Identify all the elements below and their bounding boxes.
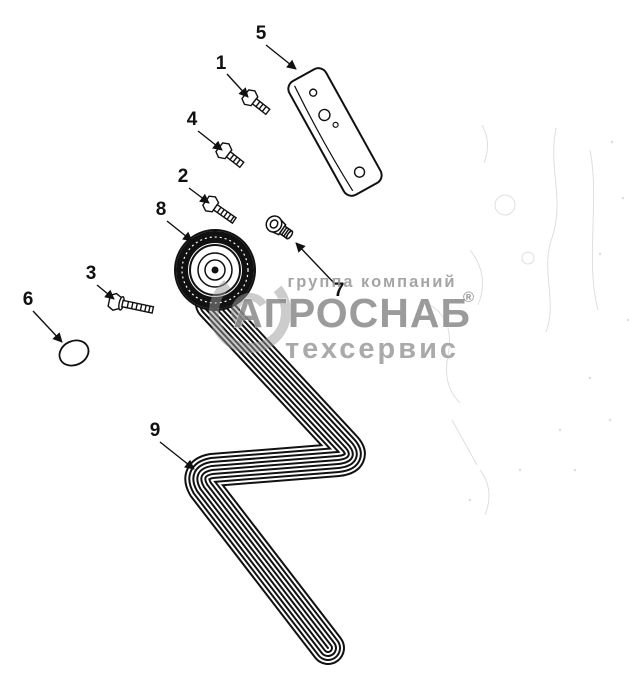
watermark-main-text: АГРОСНАБ <box>233 290 471 336</box>
watermark-registered-mark: ® <box>463 289 474 306</box>
part-label-9: 9 <box>150 420 161 441</box>
leader-line-1 <box>226 73 249 98</box>
bolt-2 <box>202 195 238 225</box>
leader-line-5 <box>265 44 297 70</box>
mounting-bracket <box>287 67 383 197</box>
part-label-7: 7 <box>334 280 345 301</box>
leader-line-8 <box>166 220 193 242</box>
leader-line-7 <box>295 242 335 284</box>
part-label-8: 8 <box>156 199 167 220</box>
leader-line-3 <box>96 284 115 300</box>
leader-lines <box>32 44 335 470</box>
part-label-5: 5 <box>256 23 267 44</box>
watermark-logo-icon <box>209 271 291 353</box>
spacer-fitting <box>265 215 294 240</box>
watermark-bottom-text: техсервис <box>285 333 459 365</box>
watermark: группа компаний АГРОСНАБ ® техсервис <box>209 271 474 366</box>
leader-line-2 <box>188 187 210 204</box>
faint-background-sketch <box>429 124 630 516</box>
leader-line-6 <box>32 310 63 343</box>
bolt-3 <box>107 292 155 314</box>
part-label-2: 2 <box>178 166 189 187</box>
part-label-1: 1 <box>216 53 227 74</box>
leader-line-9 <box>159 441 195 470</box>
part-label-4: 4 <box>187 109 198 130</box>
bolt-1 <box>241 89 271 116</box>
part-label-6: 6 <box>23 289 34 310</box>
cap-plug <box>58 339 90 367</box>
bolt-4 <box>215 142 245 169</box>
part-label-3: 3 <box>86 263 97 284</box>
leader-line-4 <box>197 130 223 151</box>
watermark-top-text: группа компаний <box>287 273 456 291</box>
